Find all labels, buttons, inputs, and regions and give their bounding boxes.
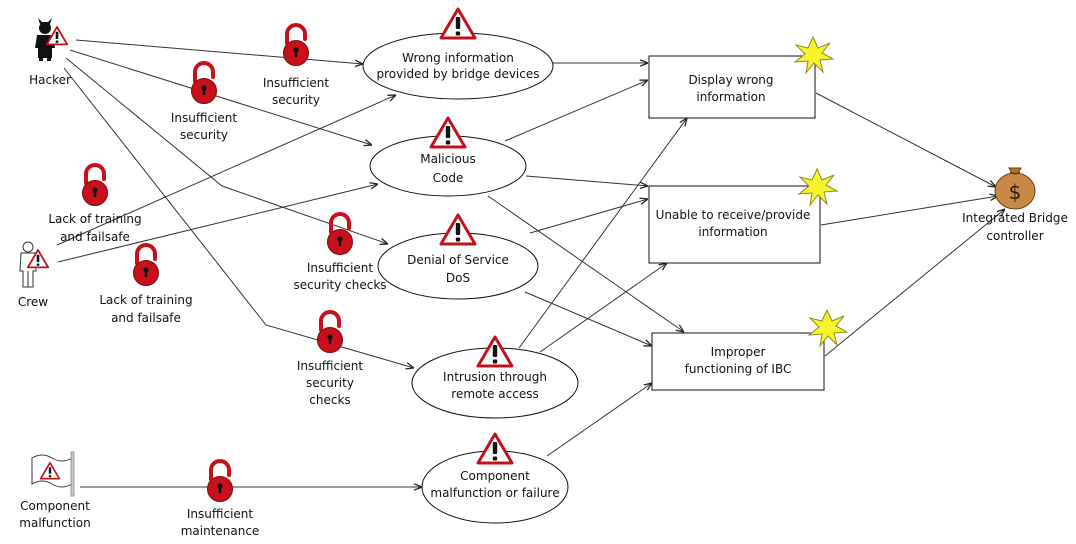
component-label-1: Component	[20, 499, 90, 513]
threat-label: provided by bridge devices	[376, 67, 539, 81]
vuln-label: and failsafe	[60, 230, 130, 244]
threat-wrong-information[interactable]: Wrong information provided by bridge dev…	[362, 7, 554, 100]
unlocked-padlock-icon	[325, 212, 355, 257]
unlocked-padlock-icon	[281, 23, 311, 68]
edge-display-asset	[815, 92, 996, 187]
threat-label: malfunction or failure	[430, 486, 559, 500]
edge-malicious-unable	[525, 175, 648, 186]
edge-malicious-improper	[487, 195, 684, 332]
vuln-lack-of-training-2[interactable]: Lack of training and failsafe	[99, 243, 193, 325]
threat-label: DoS	[446, 271, 470, 285]
actor-crew[interactable]: Crew	[18, 241, 50, 309]
money-bag-icon: $	[994, 167, 1036, 210]
vuln-label: Insufficient	[187, 507, 254, 521]
impact-label: Display wrong	[688, 73, 773, 87]
impact-unable-receive-provide[interactable]: Unable to receive/provide information	[648, 168, 838, 264]
dollar-symbol: $	[1009, 180, 1022, 204]
threat-malicious-code[interactable]: Malicious Code	[369, 116, 527, 197]
unlocked-padlock-icon	[315, 310, 345, 355]
vuln-label: and failsafe	[111, 311, 181, 325]
asset-integrated-bridge-controller[interactable]: $ Integrated Bridge controller	[962, 167, 1068, 243]
actor-component-malfunction[interactable]: Component malfunction	[19, 451, 91, 530]
edge-component-improper	[546, 383, 652, 457]
crew-person-icon	[19, 241, 50, 288]
edge-hacker-intrusion	[63, 67, 414, 368]
vuln-label: checks	[309, 393, 350, 407]
impact-label: information	[696, 90, 765, 104]
edge-crew-wrong-info	[56, 95, 396, 246]
vuln-label: security	[306, 376, 354, 390]
vuln-label: Insufficient	[307, 261, 374, 275]
impact-label: Unable to receive/provide	[656, 208, 811, 222]
threat-denial-of-service[interactable]: Denial of Service DoS	[377, 213, 539, 300]
edge-crew-malicious	[57, 184, 378, 263]
vuln-insufficient-security-2[interactable]: Insufficient security	[171, 61, 238, 142]
vuln-insufficient-security-checks-1[interactable]: Insufficient security checks	[293, 212, 387, 292]
edge-unable-asset	[820, 196, 998, 226]
vuln-label: maintenance	[181, 524, 260, 538]
threat-component-failure[interactable]: Component malfunction or failure	[421, 432, 569, 524]
vuln-label: Lack of training	[99, 293, 192, 307]
edge-hacker-wrong-info	[75, 39, 363, 64]
warning-triangle-icon	[439, 7, 477, 40]
threat-label: remote access	[451, 387, 538, 401]
threat-intrusion-remote-access[interactable]: Intrusion through remote access	[411, 335, 579, 419]
impact-display-wrong-information[interactable]: Display wrong information	[648, 36, 834, 119]
vuln-label: security	[272, 93, 320, 107]
impact-label: Improper	[711, 345, 766, 359]
threat-label: Wrong information	[402, 51, 514, 65]
vuln-insufficient-security-1[interactable]: Insufficient security	[263, 23, 330, 107]
edge-malicious-display	[504, 80, 648, 142]
unlocked-padlock-icon	[131, 243, 161, 288]
asset-label: controller	[986, 229, 1043, 243]
threat-label: Denial of Service	[407, 253, 509, 267]
hacker-label: Hacker	[29, 73, 71, 87]
impact-label: information	[698, 225, 767, 239]
warning-flag-icon	[31, 451, 75, 497]
warning-triangle-icon	[439, 213, 477, 246]
warning-triangle-icon	[429, 116, 467, 149]
edge-hacker-malicious	[69, 49, 372, 145]
impact-improper-functioning[interactable]: Improper functioning of IBC	[651, 309, 848, 391]
vuln-label: Insufficient	[263, 76, 330, 90]
warning-triangle-icon	[476, 432, 514, 465]
actor-hacker[interactable]: Hacker	[29, 18, 71, 87]
vuln-lack-of-training-1[interactable]: Lack of training and failsafe	[48, 163, 142, 244]
vuln-insufficient-maintenance[interactable]: Insufficient maintenance	[181, 459, 260, 538]
threat-label: Intrusion through	[443, 370, 547, 384]
edge-intrusion-unable	[539, 263, 667, 353]
unlocked-padlock-icon	[205, 459, 235, 504]
vuln-insufficient-security-checks-2[interactable]: Insufficient security checks	[297, 310, 364, 407]
threat-label: Code	[433, 171, 464, 185]
threat-label: Component	[460, 469, 530, 483]
edge-layer	[56, 39, 1005, 487]
vuln-label: security	[180, 128, 228, 142]
vuln-label: security checks	[293, 278, 386, 292]
asset-label: Integrated Bridge	[962, 211, 1068, 225]
crew-label: Crew	[18, 295, 48, 309]
hacker-icon	[35, 18, 69, 61]
edge-improper-asset	[824, 209, 1005, 357]
vuln-label: Insufficient	[297, 359, 364, 373]
threat-label: Malicious	[420, 152, 476, 166]
edge-dos-improper	[524, 291, 652, 346]
edge-intrusion-display	[518, 118, 687, 349]
unlocked-padlock-icon	[80, 163, 110, 208]
unlocked-padlock-icon	[189, 61, 219, 106]
component-label-2: malfunction	[19, 516, 90, 530]
vuln-label: Insufficient	[171, 111, 238, 125]
vuln-label: Lack of training	[48, 212, 141, 226]
impact-label: functioning of IBC	[685, 362, 792, 376]
edge-dos-unable	[529, 199, 648, 234]
